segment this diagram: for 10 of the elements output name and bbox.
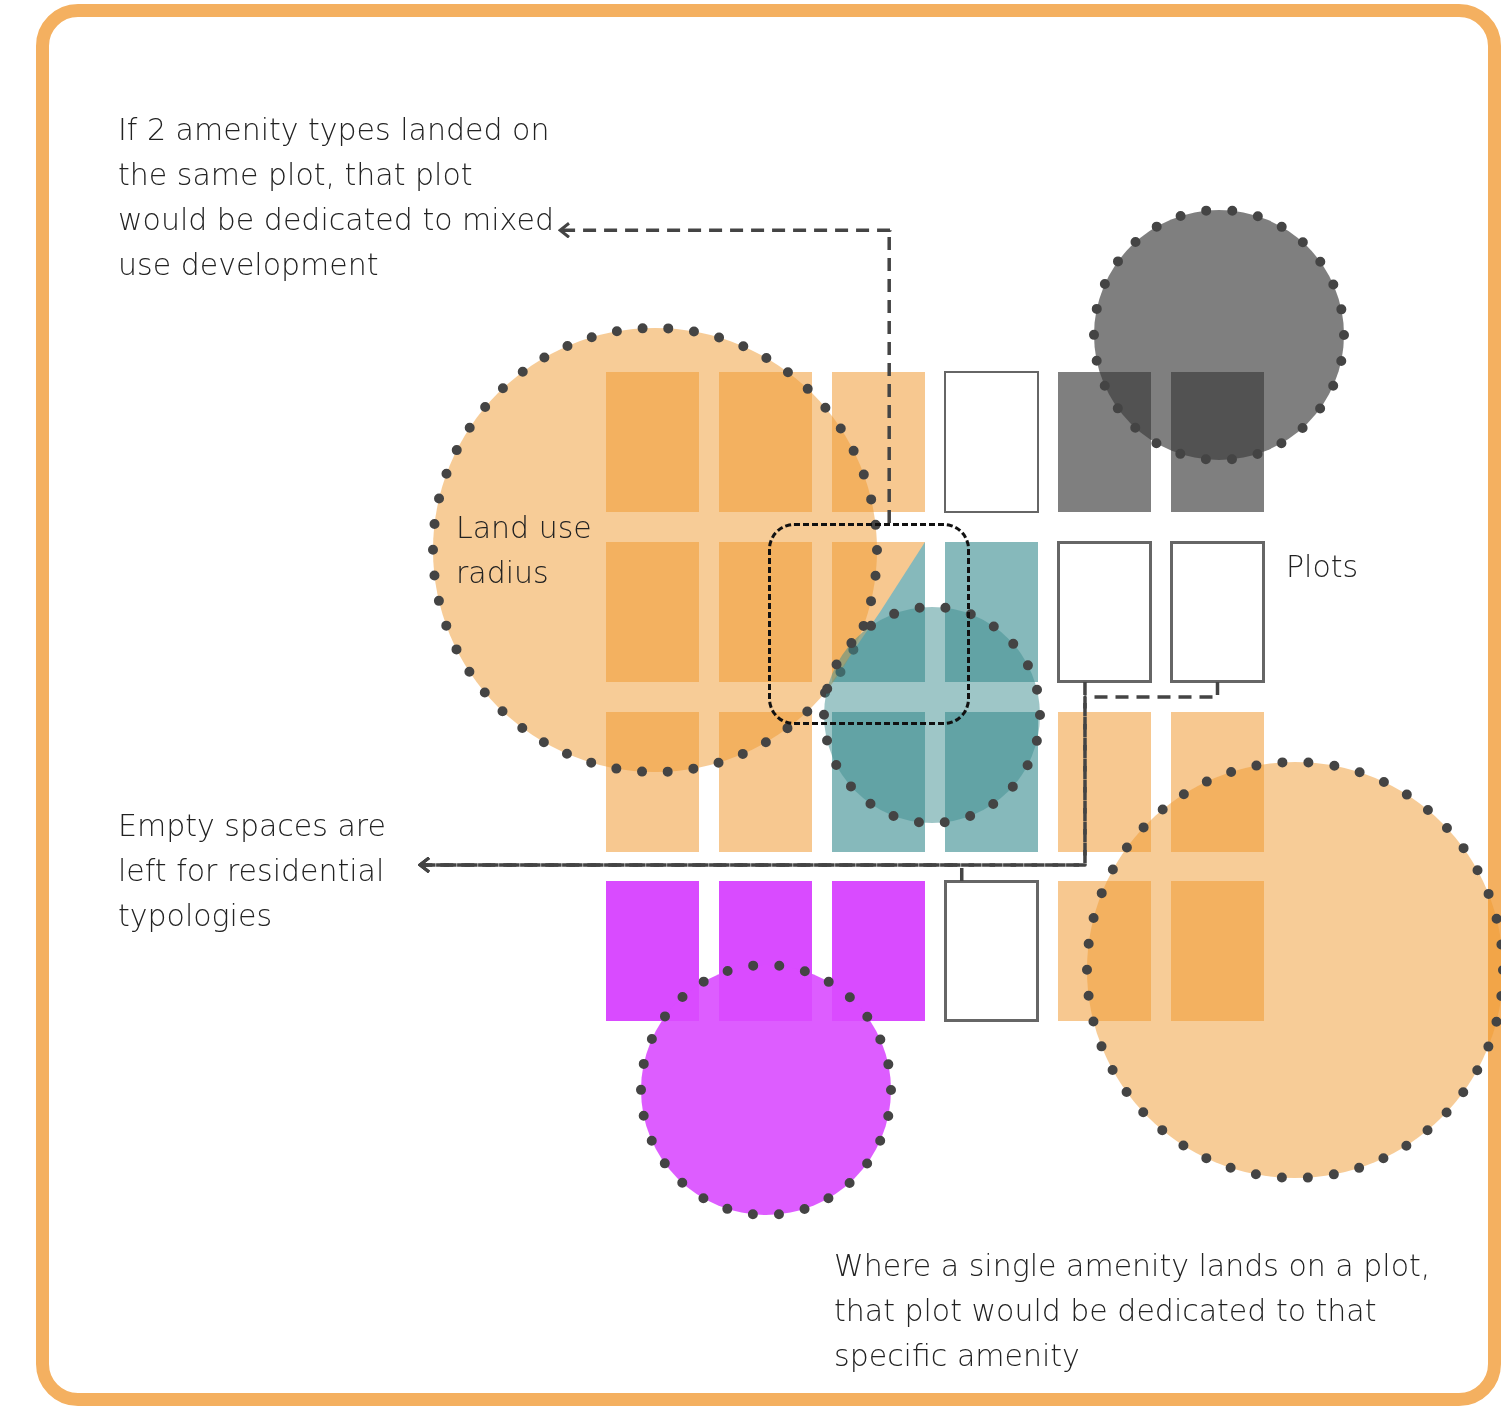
note-text: If 2 amenity types landed on the same plot, that plot would be dedicated to mixed use development: [118, 107, 558, 287]
empty-plot: [1058, 542, 1151, 682]
empty-plot: [945, 881, 1038, 1021]
dashed-arrow: [418, 856, 964, 881]
label-text: Plots: [1286, 548, 1360, 586]
highlight-box: [768, 523, 970, 725]
label-text: Land use radius: [456, 509, 593, 592]
note-text: Empty spaces are left for residential typologies: [118, 803, 418, 938]
empty-plot: [1171, 542, 1264, 682]
note-text: Where a single amenity lands on a plot, that plot would be dedicated to that specific amenity: [834, 1247, 1432, 1375]
